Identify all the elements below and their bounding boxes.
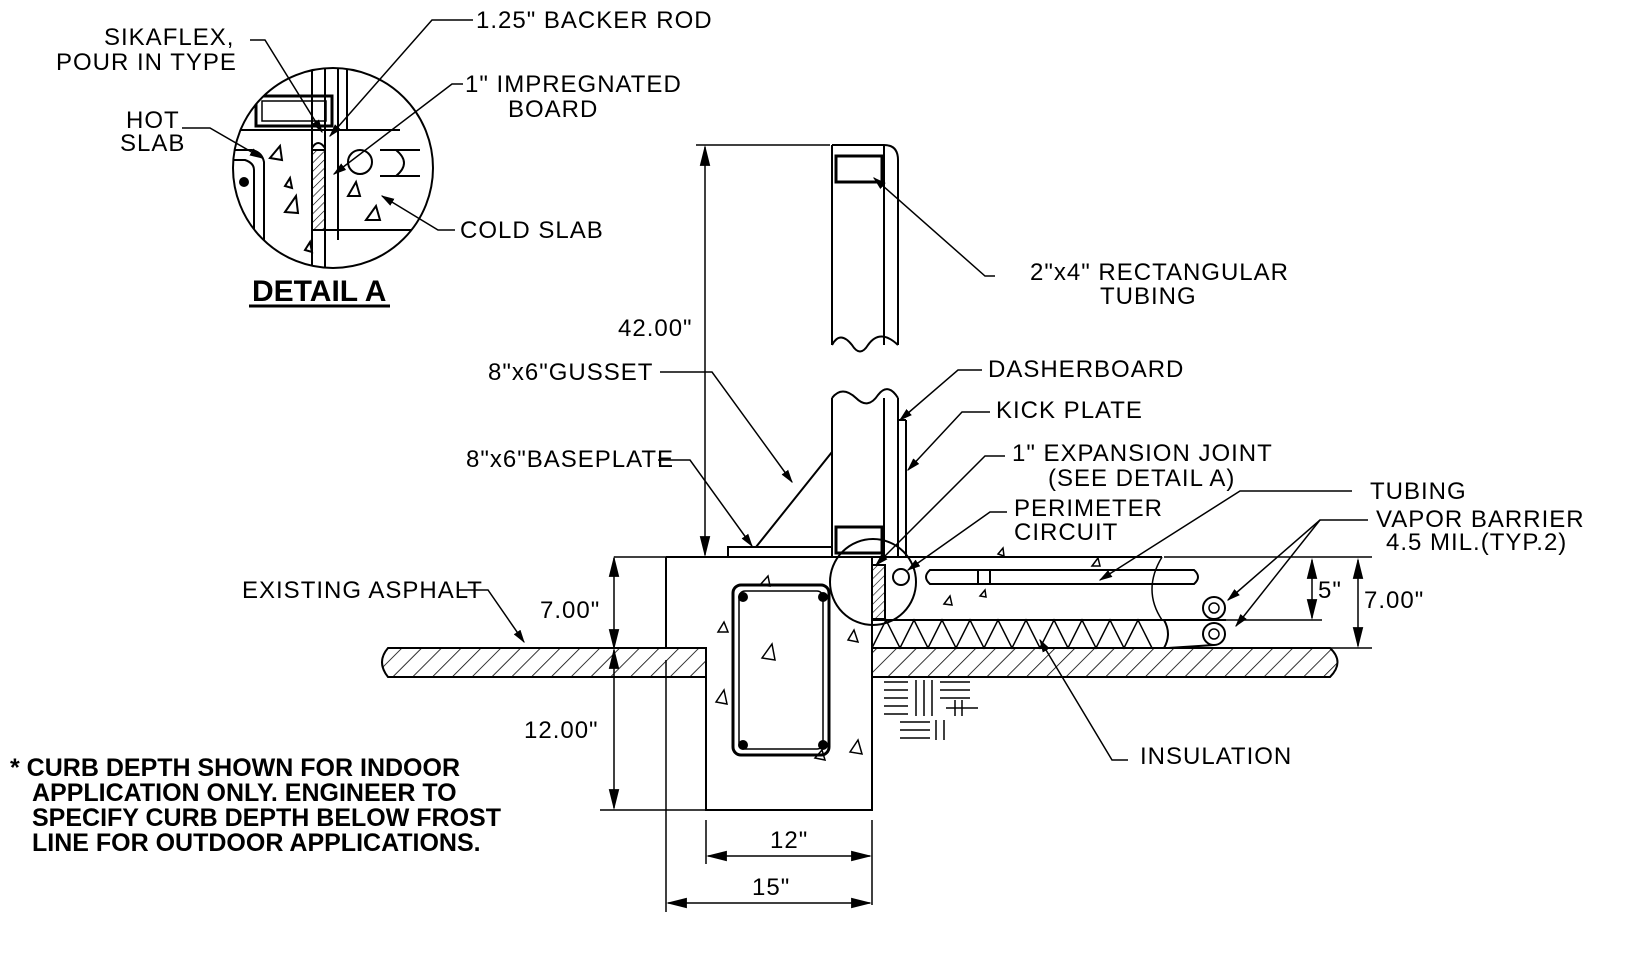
detail-a: SIKAFLEX, POUR IN TYPE HOT SLAB 1.25" BA… [56, 7, 713, 308]
note-line-3: SPECIFY CURB DEPTH BELOW FROST [32, 804, 501, 832]
dim-slab-5: 5" [1318, 577, 1342, 604]
label-rect-tubing-2: TUBING [1100, 283, 1197, 310]
label-baseplate: 8"x6"BASEPLATE [466, 446, 674, 473]
label-expansion-joint-2: (SEE DETAIL A) [1048, 465, 1235, 492]
label-tubing: TUBING [1370, 478, 1467, 505]
label-perimeter-2: CIRCUIT [1014, 519, 1118, 546]
dim-curb-depth-12: 12.00" [524, 717, 599, 744]
label-gusset: 8"x6"GUSSET [488, 359, 653, 386]
label-expansion-joint-1: 1" EXPANSION JOINT [1012, 440, 1273, 467]
label-perimeter-1: PERIMETER [1014, 495, 1163, 522]
detail-label-hot-2: SLAB [120, 130, 185, 157]
detail-label-board-2: BOARD [508, 96, 598, 123]
detail-label-backer-rod: 1.25" BACKER ROD [476, 7, 713, 34]
label-dasherboard: DASHERBOARD [988, 356, 1184, 383]
dim-height-42: 42.00" [618, 315, 693, 342]
label-rect-tubing-1: 2"x4" RECTANGULAR [1030, 259, 1289, 286]
note-line-2: APPLICATION ONLY. ENGINEER TO [32, 779, 457, 807]
dim-width-15: 15" [752, 874, 790, 901]
detail-label-cold-slab: COLD SLAB [460, 217, 604, 244]
dim-curb-top-7: 7.00" [540, 597, 600, 624]
detail-label-sikaflex-1: SIKAFLEX, [104, 24, 234, 51]
subbase-symbol [884, 680, 978, 740]
detail-label-sikaflex-2: POUR IN TYPE [56, 49, 237, 76]
main-section: 42.00" 7.00" 12.00" 12" 15" 5" 7.00" [10, 144, 1585, 912]
detail-title: DETAIL A [252, 275, 386, 308]
label-existing-asphalt: EXISTING ASPHALT [242, 577, 483, 604]
label-insulation: INSULATION [1140, 743, 1292, 770]
note-line-4: LINE FOR OUTDOOR APPLICATIONS. [32, 829, 481, 857]
label-kick-plate: KICK PLATE [996, 397, 1143, 424]
dim-slab-7: 7.00" [1364, 587, 1424, 614]
detail-label-hot-1: HOT [126, 107, 180, 134]
note-line-1: * CURB DEPTH SHOWN FOR INDOOR [10, 754, 460, 782]
dim-width-12: 12" [770, 827, 808, 854]
detail-label-board-1: 1" IMPREGNATED [465, 71, 682, 98]
label-vapor-barrier-1: VAPOR BARRIER [1376, 506, 1585, 533]
label-vapor-barrier-2: 4.5 MIL.(TYP.2) [1386, 529, 1567, 556]
